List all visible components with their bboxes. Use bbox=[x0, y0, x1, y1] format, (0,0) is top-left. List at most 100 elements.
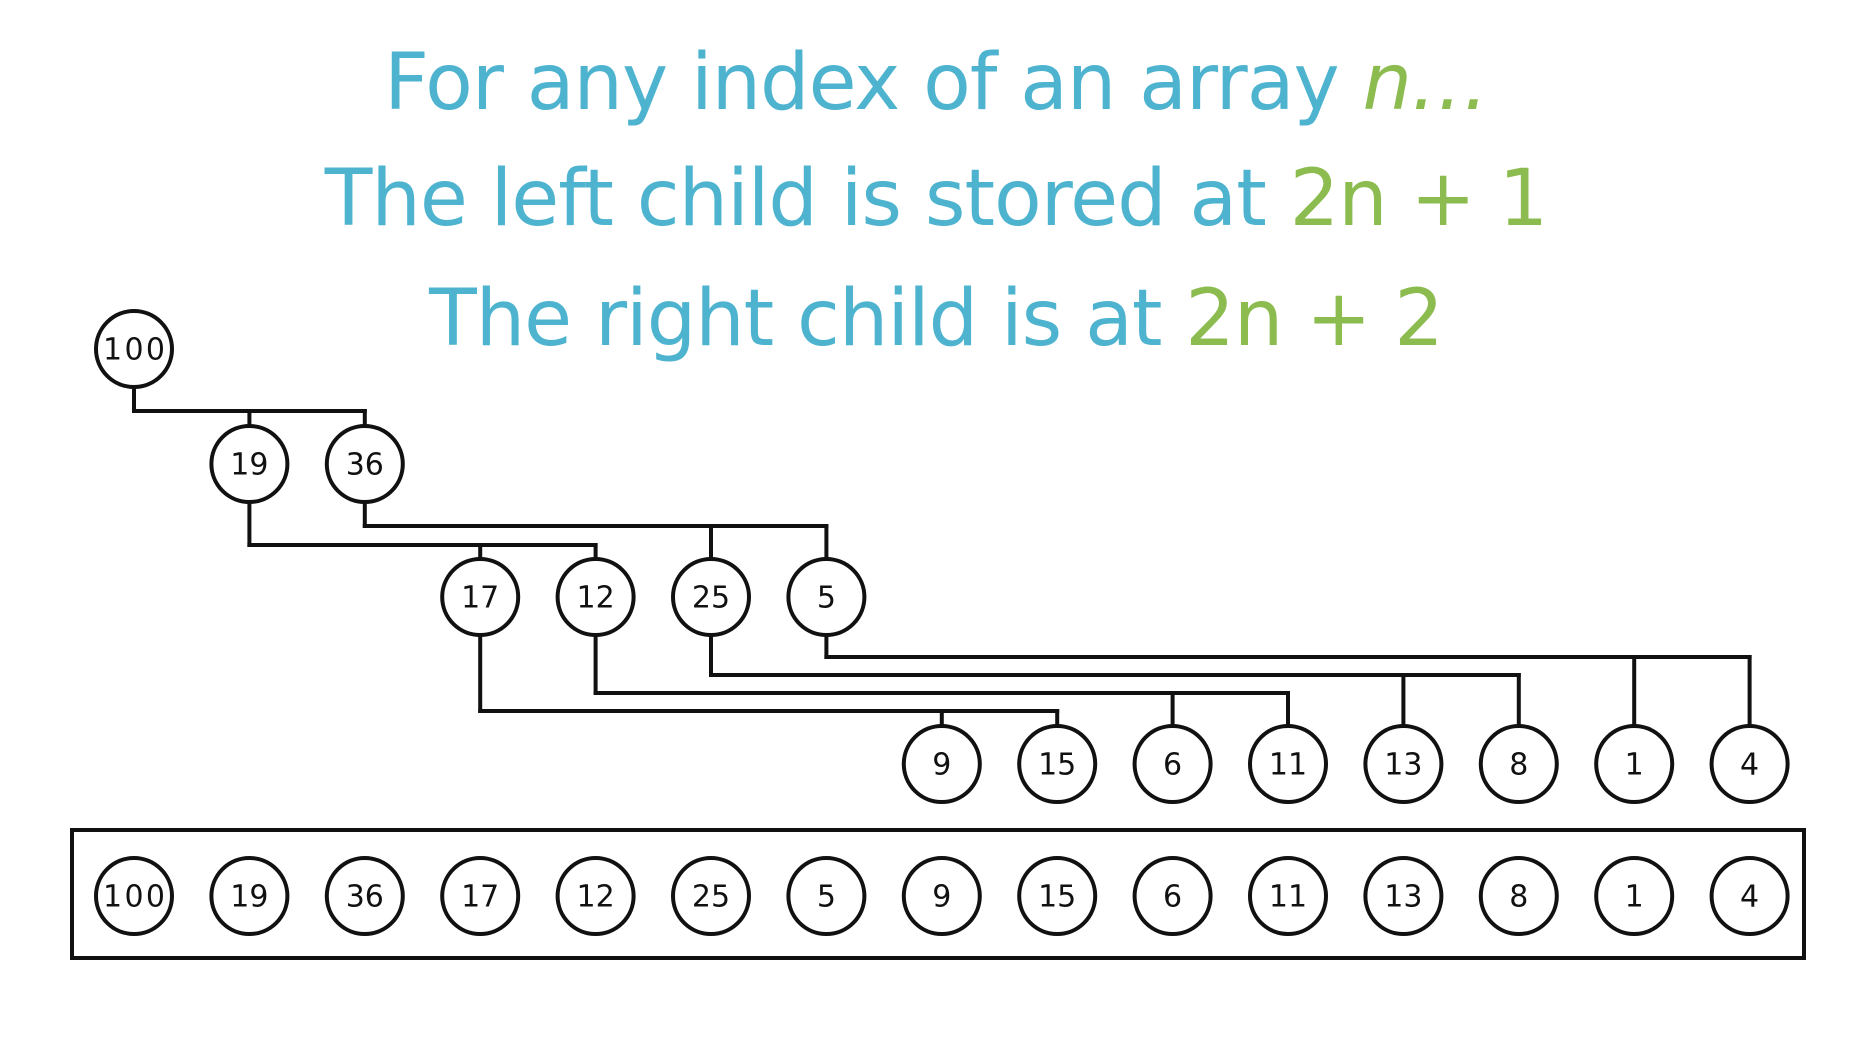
tree-node-4: 12 bbox=[555, 557, 636, 637]
heading-line-2-text: The left child is stored at bbox=[324, 154, 1290, 244]
tree-node-3: 17 bbox=[440, 557, 521, 637]
array-cell-6-circle bbox=[786, 856, 867, 936]
tree-node-0-circle bbox=[94, 309, 174, 389]
tree-node-8: 15 bbox=[1017, 724, 1098, 804]
array-cell-6-value: 5 bbox=[817, 880, 836, 915]
tree-node-4-value: 12 bbox=[577, 581, 615, 616]
array-cell-13-value: 1 bbox=[1625, 880, 1644, 915]
heading-line-1: For any index of an array n… bbox=[0, 44, 1872, 122]
array-cell-5-value: 25 bbox=[692, 880, 730, 915]
array-cell-12: 8 bbox=[1478, 856, 1559, 936]
tree-node-3-value: 17 bbox=[461, 581, 499, 616]
tree-node-6: 5 bbox=[786, 557, 867, 637]
tree-node-2-circle bbox=[324, 424, 405, 504]
array-cell-2-circle bbox=[324, 856, 405, 936]
array-cell-9: 6 bbox=[1132, 856, 1213, 936]
array-cell-9-circle bbox=[1132, 856, 1213, 936]
tree-node-2: 36 bbox=[324, 424, 405, 504]
array-cell-8: 15 bbox=[1017, 856, 1098, 936]
array-cell-7-circle bbox=[901, 856, 982, 936]
array-cell-10-circle bbox=[1248, 856, 1328, 936]
array-cell-5: 25 bbox=[671, 856, 751, 936]
array-cell-0: 100 bbox=[94, 856, 174, 936]
tree-node-5-circle bbox=[671, 557, 751, 637]
tree-node-13-value: 1 bbox=[1625, 748, 1644, 783]
tree-node-14-value: 4 bbox=[1740, 748, 1759, 783]
array-cell-13-circle bbox=[1594, 856, 1675, 936]
array-cell-12-circle bbox=[1478, 856, 1559, 936]
array-cell-4: 12 bbox=[555, 856, 636, 936]
array-cell-4-value: 12 bbox=[577, 880, 615, 915]
array-cell-8-value: 15 bbox=[1038, 880, 1076, 915]
array-cell-10: 11 bbox=[1248, 856, 1328, 936]
tree-node-7-circle bbox=[901, 724, 982, 804]
tree-node-8-value: 15 bbox=[1038, 748, 1076, 783]
array-cell-3: 17 bbox=[440, 856, 521, 936]
heading-line-1-text: For any index of an array bbox=[384, 38, 1363, 128]
tree-connectors bbox=[132, 385, 1752, 728]
array-cell-0-circle bbox=[94, 856, 174, 936]
tree-node-5: 25 bbox=[671, 557, 751, 637]
array-cell-1-circle bbox=[209, 856, 290, 936]
array-cell-9-value: 6 bbox=[1163, 880, 1182, 915]
array-cell-13: 1 bbox=[1594, 856, 1675, 936]
array-cell-7-value: 9 bbox=[932, 880, 951, 915]
tree-node-4-circle bbox=[555, 557, 636, 637]
array-cell-7: 9 bbox=[901, 856, 982, 936]
tree-node-0: 100 bbox=[94, 309, 174, 389]
tree-node-11-circle bbox=[1363, 724, 1444, 804]
tree-node-14: 4 bbox=[1709, 724, 1790, 804]
tree-node-9-value: 6 bbox=[1163, 748, 1182, 783]
heading-line-2: The left child is stored at 2n + 1 bbox=[0, 160, 1872, 238]
tree-node-5-value: 25 bbox=[692, 581, 730, 616]
array-cell-2-value: 36 bbox=[346, 880, 384, 915]
tree-node-1-circle bbox=[209, 424, 290, 504]
array-cell-8-circle bbox=[1017, 856, 1098, 936]
tree-node-14-circle bbox=[1709, 724, 1790, 804]
array-cell-4-circle bbox=[555, 856, 636, 936]
array-nodes: 100 19 36 17 12 25 5 9 15 6 11 13 8 1 4 bbox=[94, 856, 1790, 936]
tree-node-8-circle bbox=[1017, 724, 1098, 804]
array-cell-14-circle bbox=[1709, 856, 1790, 936]
array-cell-11: 13 bbox=[1363, 856, 1444, 936]
tree-node-1: 19 bbox=[209, 424, 290, 504]
tree-node-12-value: 8 bbox=[1509, 748, 1528, 783]
tree-node-10: 11 bbox=[1248, 724, 1328, 804]
tree-node-1-value: 19 bbox=[230, 448, 268, 483]
tree-node-7: 9 bbox=[901, 724, 982, 804]
tree-node-13: 1 bbox=[1594, 724, 1675, 804]
array-cell-12-value: 8 bbox=[1509, 880, 1528, 915]
left-child-formula: 2n + 1 bbox=[1289, 154, 1549, 244]
tree-node-12: 8 bbox=[1478, 724, 1559, 804]
heading-variable-n: n… bbox=[1362, 38, 1488, 128]
tree-node-9: 6 bbox=[1132, 724, 1213, 804]
array-cell-1-value: 19 bbox=[230, 880, 268, 915]
tree-node-6-circle bbox=[786, 557, 867, 637]
tree-nodes: 100 19 36 17 12 25 5 9 15 6 11 13 8 1 4 bbox=[94, 309, 1790, 804]
tree-node-13-circle bbox=[1594, 724, 1675, 804]
array-cell-11-circle bbox=[1363, 856, 1444, 936]
array-cell-14: 4 bbox=[1709, 856, 1790, 936]
array-cell-3-circle bbox=[440, 856, 521, 936]
tree-node-2-value: 36 bbox=[346, 448, 384, 483]
tree-node-9-circle bbox=[1132, 724, 1213, 804]
tree-node-11-value: 13 bbox=[1384, 748, 1422, 783]
tree-node-7-value: 9 bbox=[932, 748, 951, 783]
right-child-formula: 2n + 2 bbox=[1185, 274, 1444, 364]
array-cell-10-value: 11 bbox=[1269, 880, 1307, 915]
array-cell-2: 36 bbox=[324, 856, 405, 936]
array-cell-1: 19 bbox=[209, 856, 290, 936]
tree-node-10-circle bbox=[1248, 724, 1328, 804]
array-cell-0-value: 100 bbox=[103, 880, 165, 915]
heading-line-3-text: The right child is at bbox=[429, 274, 1186, 364]
tree-node-6-value: 5 bbox=[817, 581, 836, 616]
array-cell-14-value: 4 bbox=[1740, 880, 1759, 915]
tree-node-0-value: 100 bbox=[103, 333, 165, 368]
tree-node-3-circle bbox=[440, 557, 521, 637]
array-cell-5-circle bbox=[671, 856, 751, 936]
tree-node-10-value: 11 bbox=[1269, 748, 1307, 783]
array-cell-6: 5 bbox=[786, 856, 867, 936]
array-cell-11-value: 13 bbox=[1384, 880, 1422, 915]
heading-line-3: The right child is at 2n + 2 bbox=[0, 280, 1872, 358]
